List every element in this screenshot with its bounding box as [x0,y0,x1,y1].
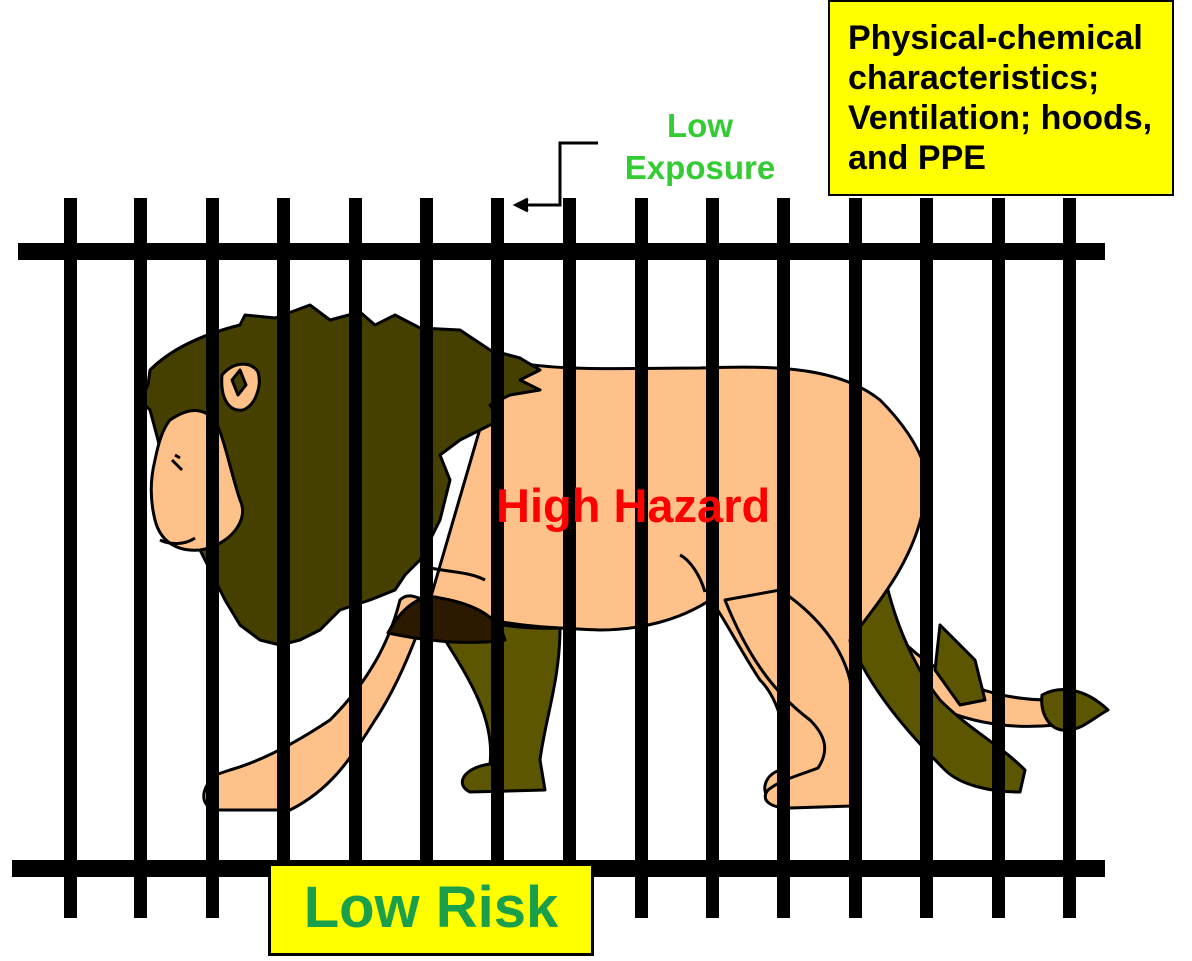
cage-bar [491,198,504,918]
exposure-label-line1: Low [600,105,800,147]
cage-bar [920,198,933,918]
cage-bar [635,198,648,918]
risk-box: Low Risk [268,863,594,956]
cage-bar [420,198,433,918]
hazard-label: High Hazard [496,478,770,534]
cage-bar [706,198,719,918]
cage-bar [349,198,362,918]
exposure-label-line2: Exposure [600,147,800,189]
cage-bar [206,198,219,918]
cage-bar [277,198,290,918]
cage-bar [777,198,790,918]
cage-bar [992,198,1005,918]
cage-bar [134,198,147,918]
cage-bar [1063,198,1076,918]
cage-bar [64,198,77,918]
cage-bar [563,198,576,918]
cage-bar [849,198,862,918]
exposure-label: Low Exposure [600,105,800,189]
cage-top-rail [18,243,1105,260]
arrow-left-icon [516,143,598,211]
controls-box: Physical-chemical characteristics; Venti… [828,0,1174,196]
